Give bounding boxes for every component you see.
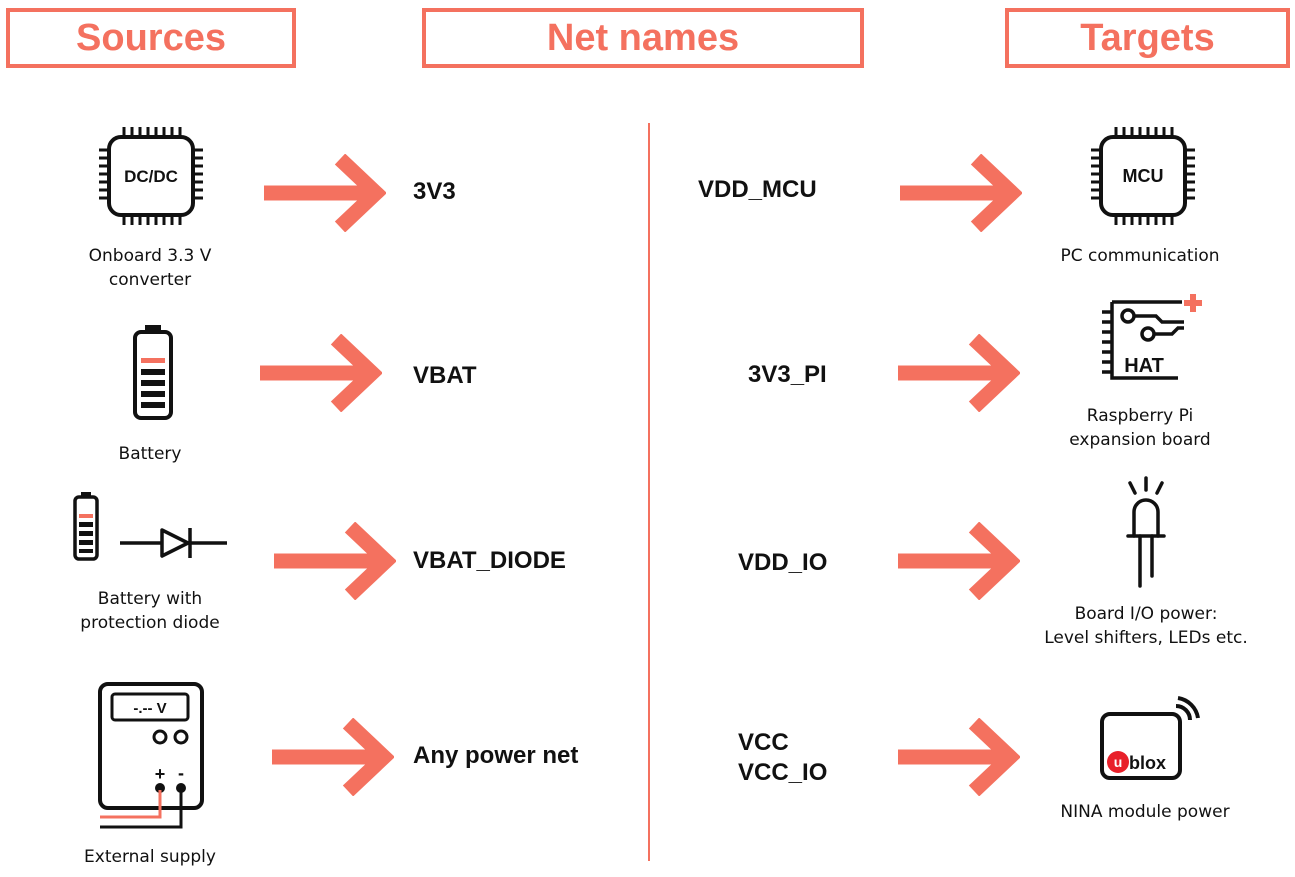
arrow-icon <box>260 334 382 412</box>
caption-line: converter <box>108 270 192 290</box>
header-sources: Sources <box>6 8 296 68</box>
source-caption-external: External supply <box>50 845 250 869</box>
caption-line: NINA module power <box>1060 802 1230 822</box>
ublox-module-icon: u blox <box>1100 696 1200 780</box>
arrow-icon <box>898 334 1020 412</box>
caption-line: Raspberry Pi <box>1086 406 1194 426</box>
source-caption-battery: Battery <box>70 442 230 466</box>
target-caption-board-io: Board I/O power: Level shifters, LEDs et… <box>1006 602 1286 650</box>
caption-line: protection diode <box>80 613 220 633</box>
net-name-vbat-diode: VBAT_DIODE <box>413 547 566 574</box>
header-targets: Targets <box>1005 8 1290 68</box>
arrow-icon <box>272 718 394 796</box>
mcu-label: MCU <box>1123 166 1164 186</box>
arrow-icon <box>900 154 1022 232</box>
net-name-vbat: VBAT <box>413 362 477 389</box>
power-supply-icon: -.-- V + - <box>98 682 204 829</box>
ublox-u-letter: u <box>1114 754 1123 770</box>
source-caption-onboard: Onboard 3.3 V converter <box>50 244 250 292</box>
net-name-3v3-pi: 3V3_PI <box>748 361 827 388</box>
minus-label: - <box>178 763 184 783</box>
caption-line: Onboard 3.3 V <box>88 246 212 266</box>
caption-line: PC communication <box>1060 246 1220 266</box>
battery-icon <box>133 325 173 420</box>
source-caption-battery-diode: Battery with protection diode <box>50 587 250 635</box>
target-caption-pc: PC communication <box>1020 244 1260 268</box>
net-name-vdd-io: VDD_IO <box>738 549 828 576</box>
supply-display-text: -.-- V <box>133 700 166 717</box>
target-caption-nina: NINA module power <box>1010 800 1280 824</box>
net-name-3v3: 3V3 <box>413 178 456 205</box>
mcu-chip-icon: MCU <box>1091 127 1195 225</box>
caption-line: External supply <box>84 847 216 867</box>
dcdc-label: DC/DC <box>124 167 178 186</box>
caption-line: Board I/O power: <box>1074 604 1218 624</box>
caption-line: Battery with <box>97 589 203 609</box>
header-net-names: Net names <box>422 8 864 68</box>
net-name-vcc-io-line: VCC_IO <box>738 759 828 786</box>
arrow-icon <box>898 522 1020 600</box>
arrow-icon <box>898 718 1020 796</box>
hat-board-icon: HAT <box>1102 294 1202 380</box>
center-divider <box>648 123 650 861</box>
net-name-any-power: Any power net <box>413 742 579 769</box>
target-caption-raspberry: Raspberry Pi expansion board <box>1020 404 1260 452</box>
led-icon <box>1126 476 1166 588</box>
ublox-logo-text: blox <box>1129 753 1166 773</box>
caption-line: Battery <box>118 444 182 464</box>
caption-line: Level shifters, LEDs etc. <box>1044 628 1248 648</box>
plus-label: + <box>155 764 166 784</box>
arrow-icon <box>264 154 386 232</box>
net-name-vcc: VCC VCC_IO <box>738 728 827 788</box>
arrow-icon <box>274 522 396 600</box>
net-name-vcc-line: VCC <box>738 729 789 756</box>
caption-line: expansion board <box>1069 430 1211 450</box>
battery-diode-icon <box>73 492 227 561</box>
hat-label: HAT <box>1124 355 1164 377</box>
dcdc-chip-icon: DC/DC <box>99 127 203 225</box>
net-name-vdd-mcu: VDD_MCU <box>698 176 817 203</box>
